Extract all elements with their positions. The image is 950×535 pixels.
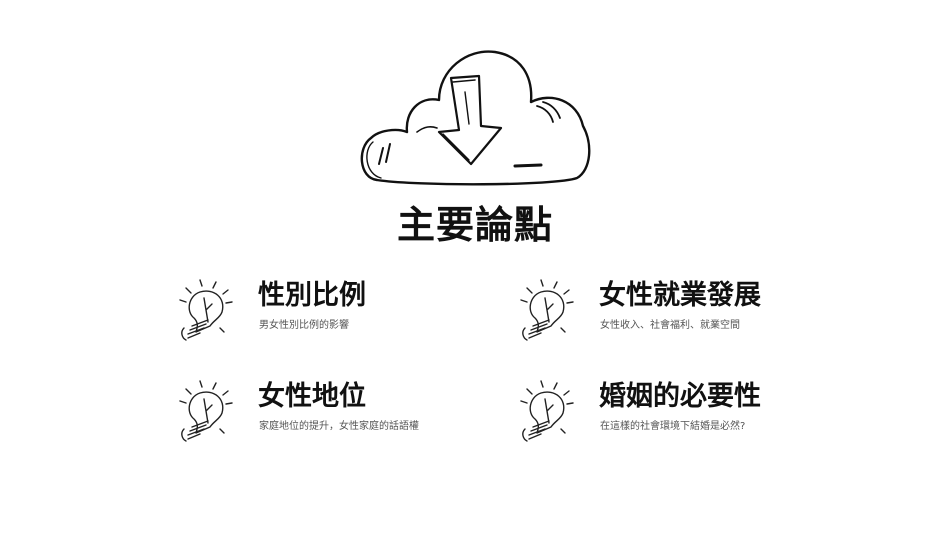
cloud-download-icon xyxy=(360,50,591,186)
point-title: 性別比例 xyxy=(258,280,366,311)
point-item: 性別比例 男女性別比例的影響 xyxy=(170,276,490,346)
point-item: 婚姻的必要性 在這樣的社會環境下結婚是必然? xyxy=(511,377,831,447)
lightbulb-icon xyxy=(179,380,233,442)
point-title: 女性就業發展 xyxy=(599,280,761,311)
point-item: 女性就業發展 女性收入、社會福利、就業空間 xyxy=(511,276,831,346)
point-title: 婚姻的必要性 xyxy=(599,381,761,412)
point-title: 女性地位 xyxy=(258,381,366,412)
point-description: 家庭地位的提升，女性家庭的話語權 xyxy=(259,421,419,432)
slide-title: 主要論點 xyxy=(396,203,553,247)
point-description: 女性收入、社會福利、就業空間 xyxy=(600,320,740,331)
point-description: 男女性別比例的影響 xyxy=(259,320,349,331)
lightbulb-icon xyxy=(520,279,574,341)
point-item: 女性地位 家庭地位的提升，女性家庭的話語權 xyxy=(170,377,490,447)
lightbulb-icon xyxy=(179,279,233,341)
point-description: 在這樣的社會環境下結婚是必然? xyxy=(600,421,746,432)
lightbulb-icon xyxy=(520,380,574,442)
